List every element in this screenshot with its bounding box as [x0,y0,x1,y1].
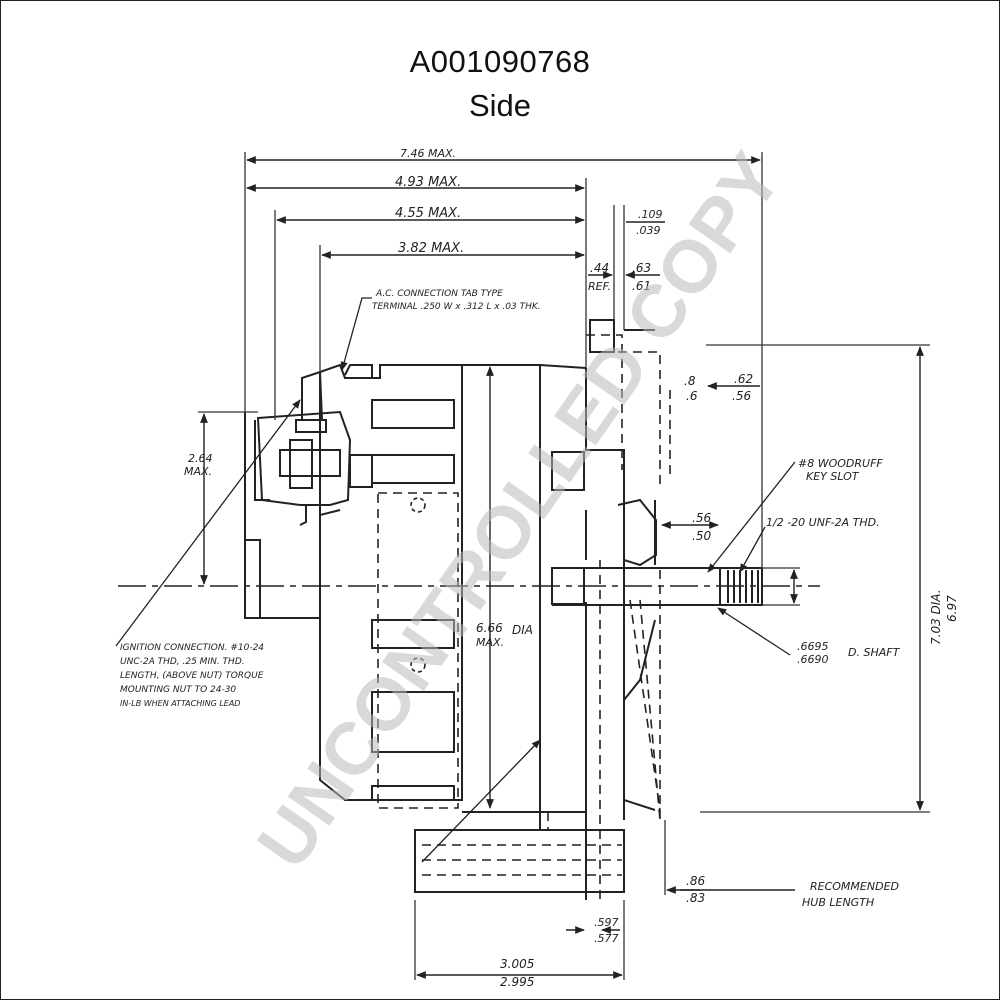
dim-2995: 2.995 [500,975,534,989]
dim-493: 4.93 MAX. [395,175,461,190]
dim-63: .63 [632,261,651,275]
dim-382: 3.82 MAX. [398,241,464,256]
note-ignition-4: MOUNTING NUT TO 24-30 [120,685,236,695]
dim-666-max: MAX. [476,636,504,649]
dim-56b: .56 [692,511,711,525]
dim-3005: 3.005 [500,957,534,971]
dim-039: .039 [636,224,661,237]
dim-44: .44 [590,261,609,275]
dim-ref: REF. [588,280,611,293]
note-ignition-3: LENGTH, (ABOVE NUT) TORQUE [120,671,264,681]
part-number: A001090768 [409,44,591,79]
note-woodruff-2: KEY SLOT [806,470,860,483]
dim-264-max: MAX. [184,465,212,478]
dim-overall-max: 7.46 MAX. [400,147,456,160]
note-woodruff-1: #8 WOODRUFF [798,457,883,470]
dim-455: 4.55 MAX. [395,206,461,221]
dim-dia: DIA [512,623,533,637]
note-ignition-2: UNC-2A THD, .25 MIN. THD. [120,657,245,667]
hidden-lines [377,334,671,900]
dim-50: .50 [692,529,711,543]
note-ac-tab-1: A.C. CONNECTION TAB TYPE [375,289,503,299]
drawing-notes: A.C. CONNECTION TAB TYPE TERMINAL .250 W… [120,289,899,909]
dim-83: .83 [686,891,705,905]
view-label: Side [468,88,532,123]
dim-62: .62 [734,372,753,386]
note-hub-1: RECOMMENDED [810,880,899,893]
dim-666: 6.66 [476,621,503,635]
dim-109: .109 [638,208,663,221]
leader-lines [115,297,796,863]
dim-8: .8 [684,374,696,388]
note-ac-tab-2: TERMINAL .250 W x .312 L x .03 THK. [372,302,541,312]
extension-lines [198,152,930,980]
dimension-labels: 7.46 MAX. 4.93 MAX. 4.55 MAX. 3.82 MAX. … [184,147,959,989]
dim-56: .56 [732,389,751,403]
dim-86: .86 [686,874,705,888]
note-ignition-5: IN-LB WHEN ATTACHING LEAD [120,699,240,708]
dim-703: 7.03 DIA. [929,589,943,645]
dim-shaft: D. SHAFT [848,646,901,659]
dim-597: .597 [594,916,619,929]
uncontrolled-copy-watermark: UNCONTROLLED COPY [241,138,797,883]
dim-61: .61 [632,279,651,293]
dim-577: .577 [594,932,619,945]
note-thread: 1/2 -20 UNF-2A THD. [766,516,880,529]
dim-6: .6 [686,389,698,403]
dim-264: 2.64 [188,452,213,465]
mounting-hole-icons [410,497,426,673]
dimension-lines [200,156,924,979]
note-hub-2: HUB LENGTH [802,896,874,909]
dim-6695: .6695 [797,640,829,653]
note-ignition-1: IGNITION CONNECTION. #10-24 [120,643,264,653]
dim-697: 6.97 [945,595,959,622]
dim-6690: .6690 [797,653,829,666]
alternator-outline [244,319,763,900]
